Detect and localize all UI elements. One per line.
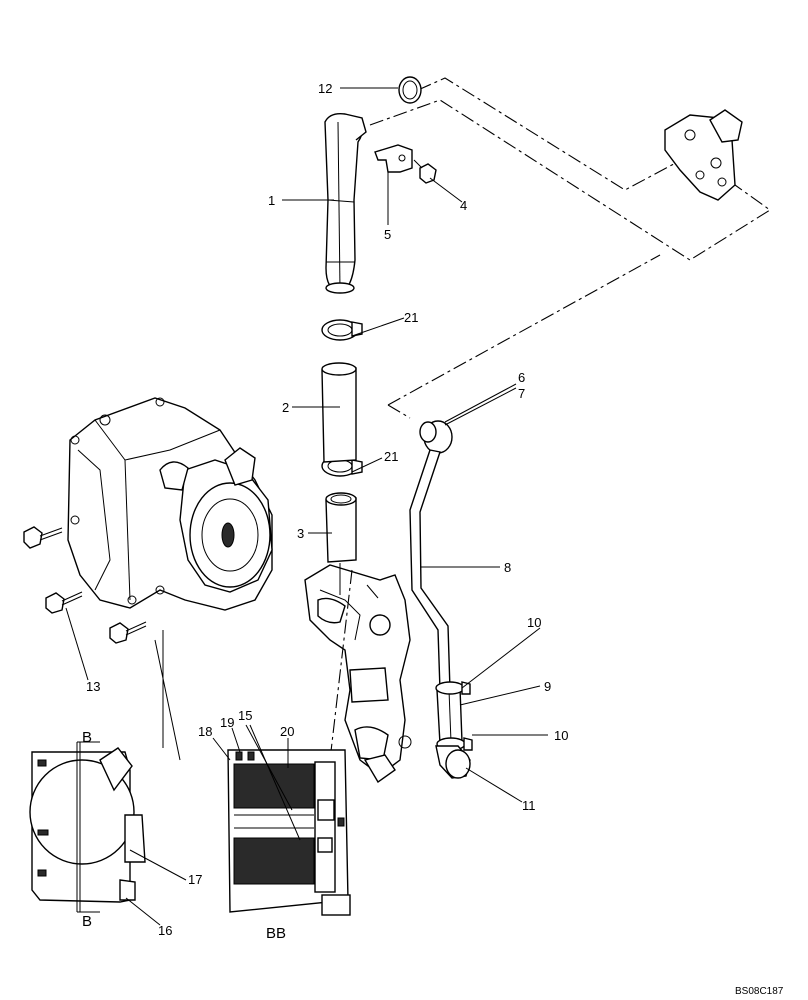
- callout-12: 12: [318, 81, 332, 96]
- callout-21-upper: 21: [404, 310, 418, 325]
- callout-13: 13: [86, 679, 100, 694]
- callout-labels: 12 1 4 5 21 2 21 3 6 7 8 10 9 10 11 13 1…: [86, 81, 568, 938]
- callout-18: 18: [198, 724, 212, 739]
- callout-21-lower: 21: [384, 449, 398, 464]
- section-label-bb: BB: [266, 925, 286, 942]
- o-ring-12: [398, 76, 422, 104]
- bolt-13-a: [23, 526, 63, 549]
- callout-4: 4: [460, 198, 467, 213]
- section-view-b: [29, 630, 181, 913]
- callout-5: 5: [384, 227, 391, 242]
- callout-7: 7: [518, 386, 525, 401]
- callout-8: 8: [504, 560, 511, 575]
- breather-tube-1: [324, 112, 367, 294]
- callout-2: 2: [282, 400, 289, 415]
- elbow-fitting: [664, 109, 743, 201]
- hose-clamp-10-upper: [435, 681, 471, 695]
- hose-clamp-21-upper: [321, 319, 363, 341]
- callout-20: 20: [280, 724, 294, 739]
- callout-3: 3: [297, 526, 304, 541]
- section-label-b-top: B: [82, 729, 92, 746]
- bracket-5: [374, 144, 413, 173]
- bolt-13-c: [109, 621, 147, 644]
- hose-9: [436, 687, 463, 745]
- bolt-13-b: [45, 591, 83, 614]
- leader-lines: [65, 87, 548, 926]
- hose-2: [321, 362, 357, 463]
- callout-6: 6: [518, 370, 525, 385]
- callout-1: 1: [268, 193, 275, 208]
- oil-pipe-8: [409, 449, 451, 691]
- callout-10-lower: 10: [554, 728, 568, 743]
- callout-19: 19: [220, 715, 234, 730]
- callout-10-upper: 10: [527, 615, 541, 630]
- bolt-4: [413, 159, 437, 184]
- callout-16: 16: [158, 923, 172, 938]
- callout-11: 11: [522, 798, 536, 813]
- section-labels: B B BB: [82, 729, 286, 942]
- banjo-fitting-6-7: [419, 420, 453, 454]
- callout-15: 15: [238, 708, 252, 723]
- callout-17: 17: [188, 872, 202, 887]
- figure-code: BS08C187: [735, 986, 784, 997]
- callout-9: 9: [544, 679, 551, 694]
- section-label-b-bottom: B: [82, 913, 92, 930]
- gear-housing: [67, 397, 273, 611]
- section-view-bb: [227, 749, 351, 916]
- engine-block: [304, 563, 412, 784]
- tube-3: [325, 492, 357, 563]
- elbow-11: [435, 745, 471, 779]
